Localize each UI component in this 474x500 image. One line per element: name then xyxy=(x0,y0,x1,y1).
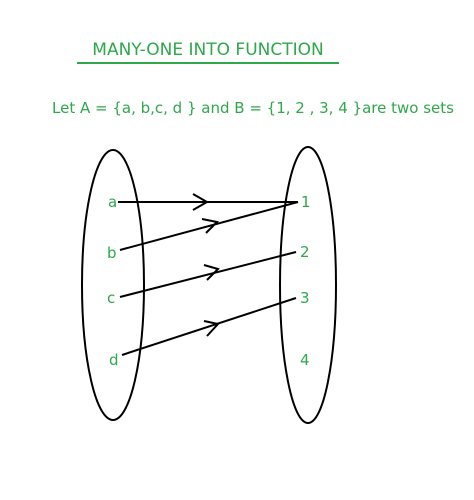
arrowhead-c-to-2 xyxy=(203,264,220,281)
arrowhead-d-to-3 xyxy=(203,320,220,337)
arrowhead-a-to-1 xyxy=(192,193,210,211)
mapping-arrow-d-to-3 xyxy=(121,297,297,356)
set-b-element-4: 4 xyxy=(300,351,310,369)
page-title: MANY-ONE INTO FUNCTION xyxy=(77,38,339,64)
set-a-element-d: d xyxy=(109,351,119,369)
sets-definition: Let A = {a, b,c, d } and B = {1, 2 , 3, … xyxy=(52,99,454,117)
set-b-ellipse xyxy=(279,146,337,424)
set-a-element-b: b xyxy=(107,244,117,262)
set-b-element-2: 2 xyxy=(300,243,310,261)
set-b-element-3: 3 xyxy=(300,289,310,307)
set-a-element-c: c xyxy=(107,289,115,307)
set-a-ellipse xyxy=(81,149,145,421)
set-b-element-1: 1 xyxy=(301,193,311,211)
set-a-element-a: a xyxy=(108,193,117,211)
mapping-arrow-c-to-2 xyxy=(119,251,297,298)
mapping-arrow-b-to-1 xyxy=(119,201,299,251)
arrowhead-b-to-1 xyxy=(201,218,220,234)
